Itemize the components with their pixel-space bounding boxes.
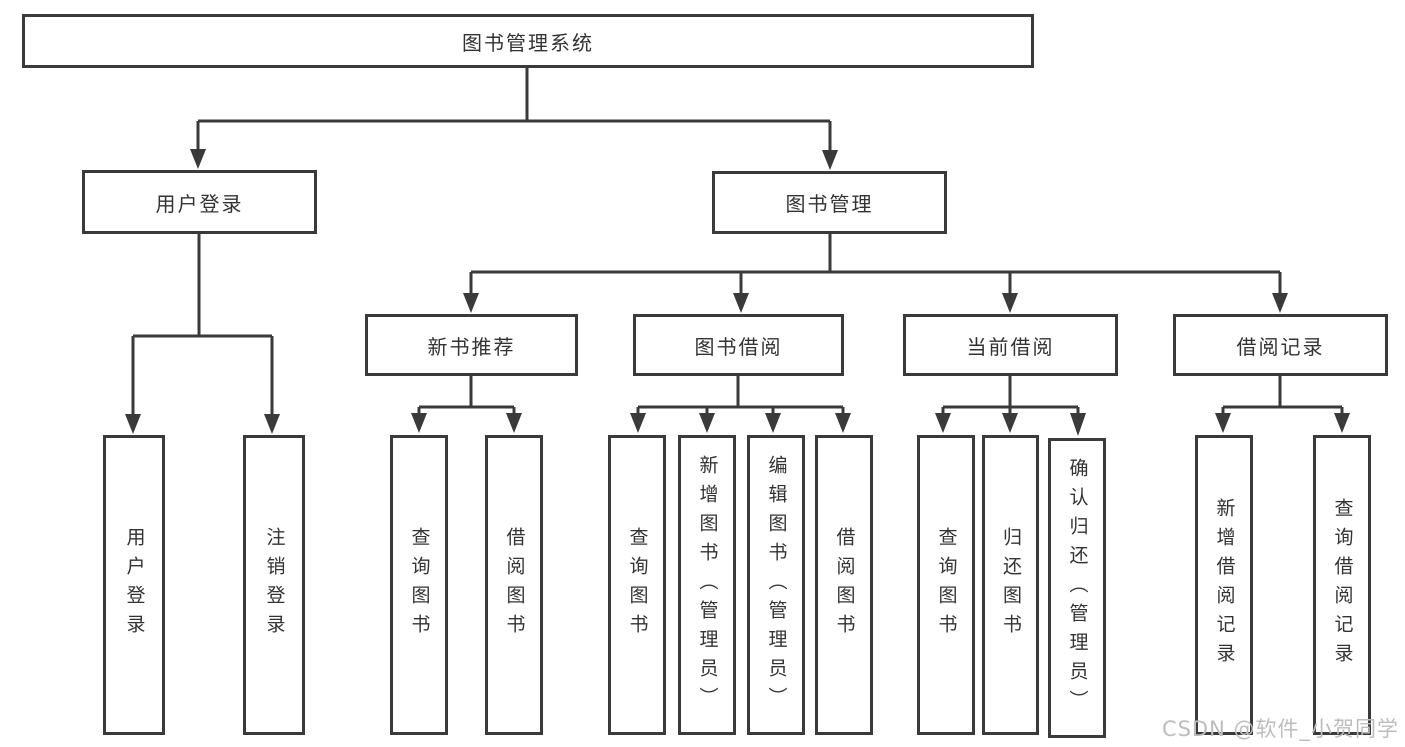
node-book-borrowing: 图书借阅 xyxy=(633,314,844,376)
leaf-user-login: 用户登录 xyxy=(103,435,165,735)
leaf-add-book-admin: 新增图书（管理员） xyxy=(678,435,736,735)
leaf-logout: 注销登录 xyxy=(243,435,305,735)
node-user-login: 用户登录 xyxy=(82,170,317,234)
leaf-query-borrow-record: 查询借阅记录 xyxy=(1313,435,1371,735)
node-borrowing-records: 借阅记录 xyxy=(1173,314,1388,376)
csdn-watermark: CSDN @软件_小贺同学 xyxy=(1161,717,1399,741)
leaf-return-book: 归还图书 xyxy=(982,435,1039,735)
node-current-borrowing: 当前借阅 xyxy=(903,314,1118,376)
leaf-query-books-recommend: 查询图书 xyxy=(390,435,448,735)
node-new-book-recommend: 新书推荐 xyxy=(365,314,578,376)
leaf-borrow-books-recommend: 借阅图书 xyxy=(485,435,543,735)
leaf-edit-book-admin: 编辑图书（管理员） xyxy=(747,435,805,735)
leaf-confirm-return-admin: 确认归还（管理员） xyxy=(1048,438,1106,738)
leaf-add-borrow-record: 新增借阅记录 xyxy=(1195,435,1253,735)
leaf-query-books-current: 查询图书 xyxy=(917,435,975,735)
leaf-query-books-borrowing: 查询图书 xyxy=(608,435,666,735)
leaf-borrow-books-borrowing: 借阅图书 xyxy=(815,435,873,735)
node-book-management: 图书管理 xyxy=(712,171,947,234)
node-system-root: 图书管理系统 xyxy=(22,14,1034,68)
